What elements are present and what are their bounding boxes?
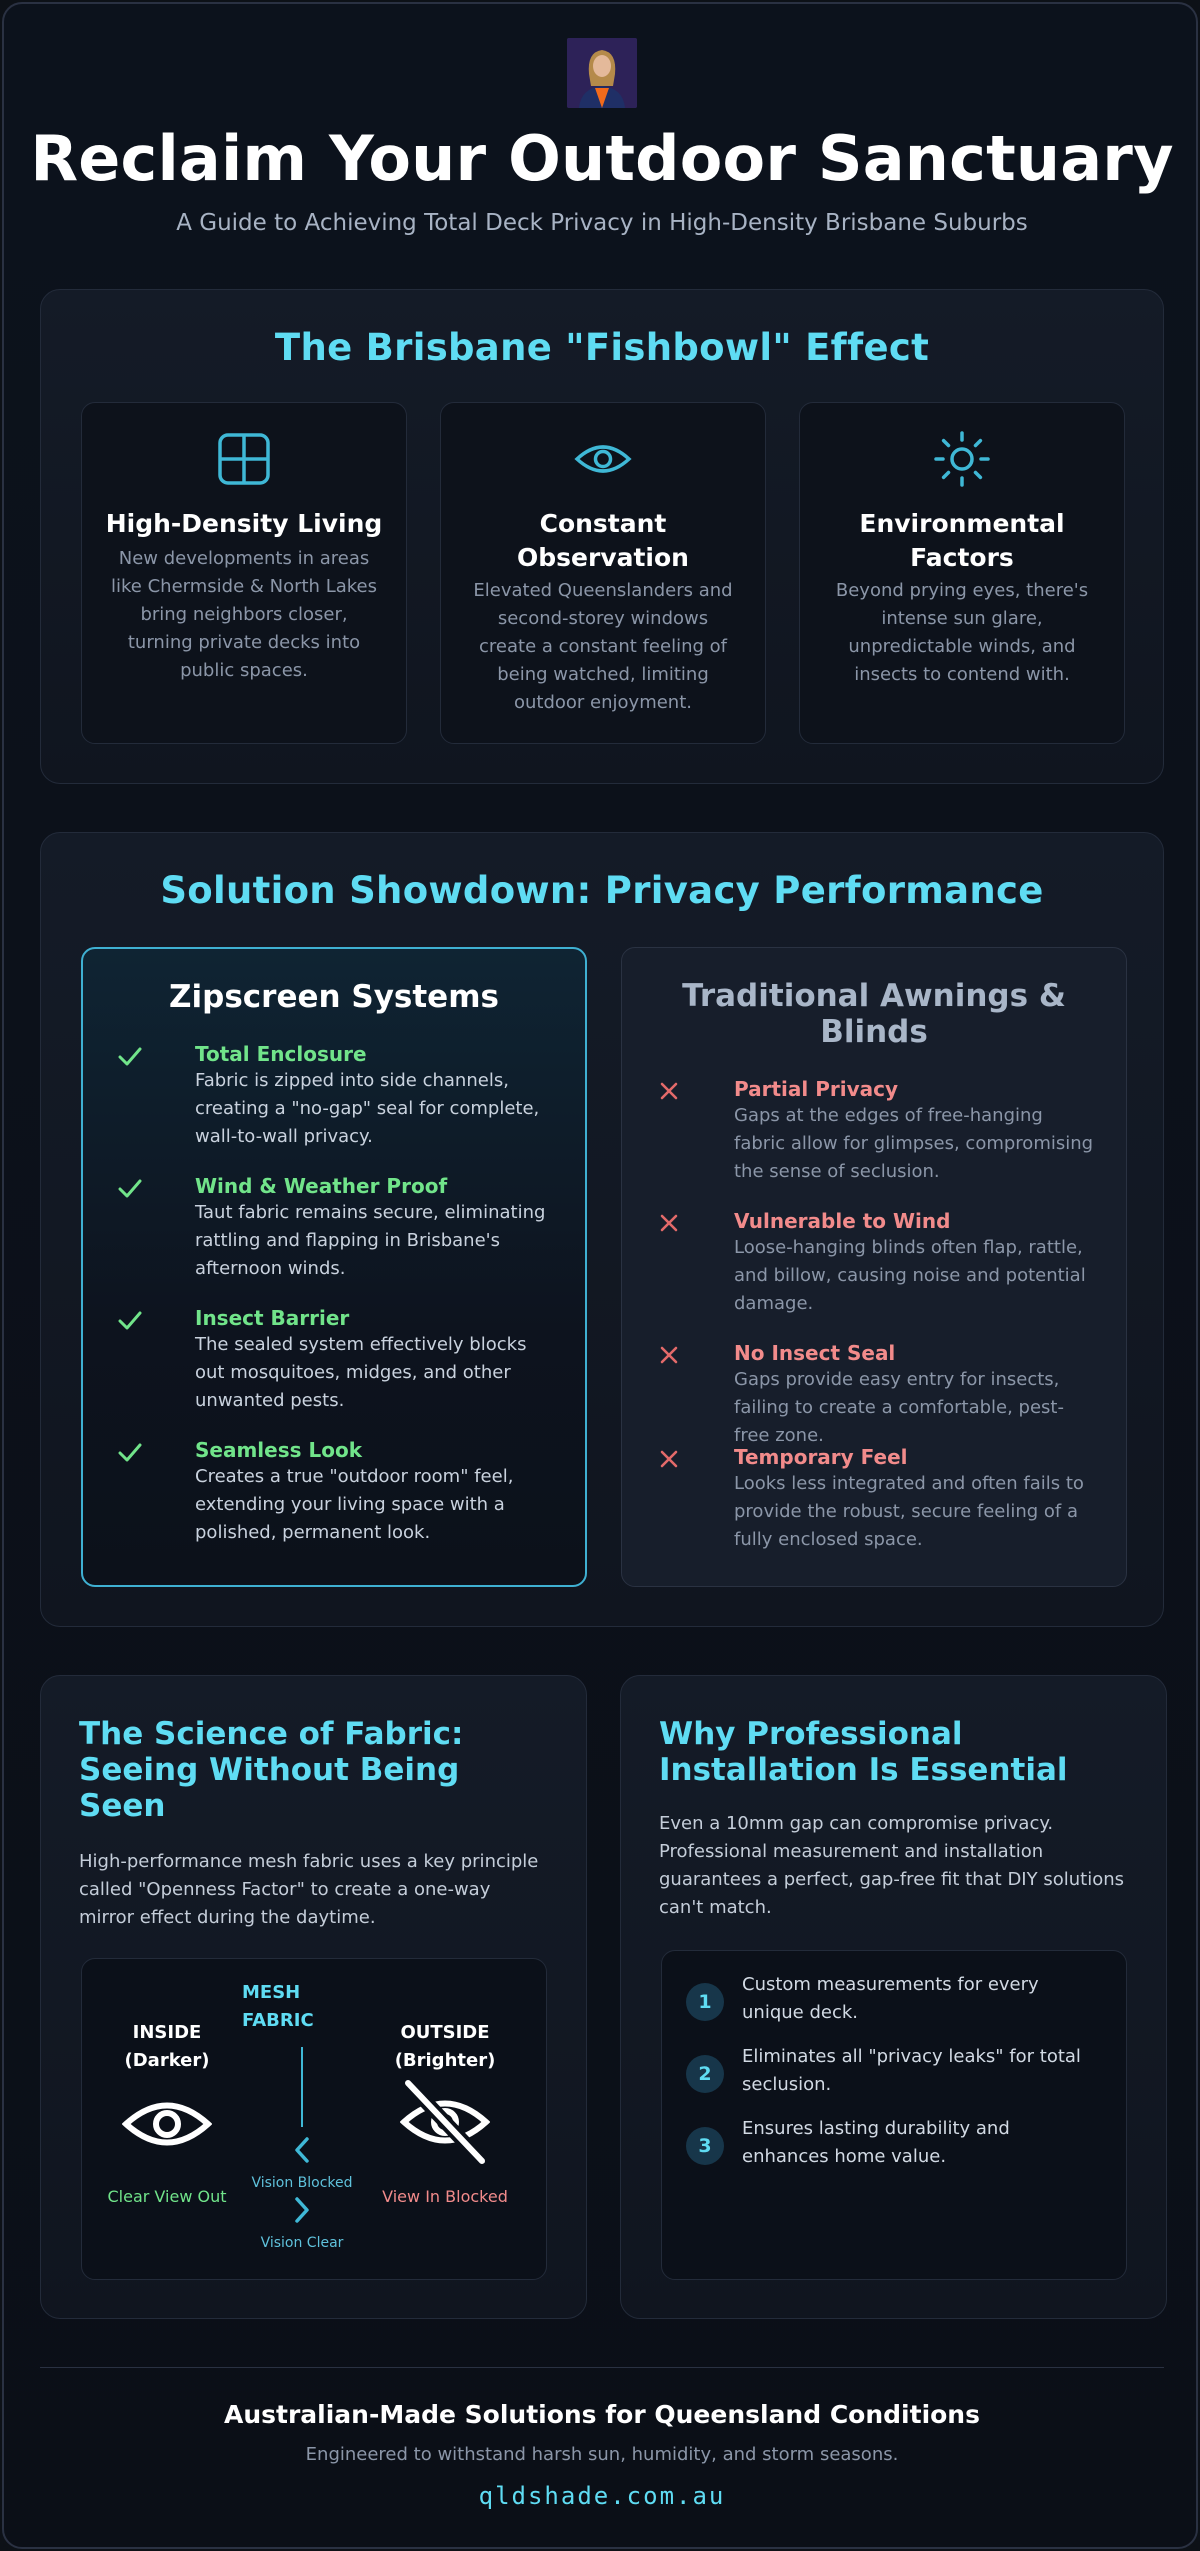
feature-title: Vulnerable to Wind (734, 1209, 951, 1233)
traditional-feature: Partial Privacy Gaps at the edges of fre… (656, 1076, 1096, 1186)
vision-blocked-label: Vision Blocked (251, 2175, 353, 2191)
fishbowl-title: The Brisbane "Fishbowl" Effect (274, 326, 930, 369)
feature-text: Gaps at the edges of free-hanging fabric… (734, 1105, 1094, 1182)
outside-label: OUTSIDE (Brighter) (394, 2022, 496, 2071)
footer-title: Australian-Made Solutions for Queensland… (223, 2400, 980, 2429)
feature-title: Temporary Feel (734, 1445, 908, 1469)
mesh-line (301, 2047, 303, 2127)
footer-divider (40, 2367, 1164, 2368)
cross-icon (660, 1450, 678, 1468)
page-title: Reclaim Your Outdoor Sanctuary (30, 122, 1174, 195)
vision-clear-label: Vision Clear (260, 2235, 344, 2251)
grid-layout-icon (218, 433, 270, 485)
check-icon (118, 1047, 142, 1066)
eye-icon (122, 2102, 212, 2146)
inside-caption: Clear View Out (107, 2187, 227, 2206)
traditional-feature: Temporary Feel Looks less integrated and… (656, 1444, 1096, 1554)
traditional-feature: Vulnerable to Wind Loose-hanging blinds … (656, 1208, 1096, 1318)
feature-text: Looks less integrated and often fails to… (734, 1473, 1084, 1550)
science-title: The Science of Fabric: Seeing Without Be… (79, 1716, 464, 1824)
fishbowl-card-density: High-Density Living New developments in … (81, 402, 407, 744)
feature-text: Fabric is zipped into side channels, cre… (195, 1070, 540, 1147)
author-avatar (567, 38, 637, 108)
feature-text: The sealed system effectively blocks out… (195, 1334, 527, 1411)
zipscreen-feature: Insect Barrier The sealed system effecti… (117, 1305, 555, 1415)
mesh-diagram: INSIDE (Darker) MESH FABRIC OUTSIDE (Bri… (81, 1958, 547, 2280)
install-section: Why Professional Installation Is Essenti… (620, 1675, 1167, 2319)
step-text: Custom measurements for every unique dec… (742, 1974, 1039, 2023)
feature-text: Loose-hanging blinds often flap, rattle,… (734, 1237, 1086, 1314)
cross-icon (660, 1214, 678, 1232)
chevron-left-icon (295, 2137, 309, 2163)
outside-caption: View In Blocked (382, 2187, 508, 2206)
traditional-feature: No Insect Seal Gaps provide easy entry f… (656, 1340, 1096, 1450)
footer-subtitle: Engineered to withstand harsh sun, humid… (305, 2444, 899, 2465)
fishbowl-section: The Brisbane "Fishbowl" Effect High-Dens… (40, 289, 1164, 784)
step-number: 1 (686, 1983, 724, 2021)
showdown-section: Solution Showdown: Privacy Performance Z… (40, 832, 1164, 1627)
card-title: High-Density Living (105, 509, 383, 538)
science-section: The Science of Fabric: Seeing Without Be… (40, 1675, 587, 2319)
feature-text: Creates a true "outdoor room" feel, exte… (195, 1466, 514, 1543)
feature-title: Wind & Weather Proof (195, 1174, 448, 1198)
step-text: Ensures lasting durability and enhances … (742, 2118, 1010, 2167)
card-text: New developments in areas like Chermside… (111, 548, 377, 681)
step-text: Eliminates all "privacy leaks" for total… (742, 2046, 1081, 2095)
card-title: Constant Observation (517, 509, 689, 572)
traditional-title: Traditional Awnings & Blinds (682, 978, 1066, 1050)
science-text: High-performance mesh fabric uses a key … (79, 1851, 539, 1928)
feature-title: Seamless Look (195, 1438, 363, 1462)
card-text: Beyond prying eyes, there's intense sun … (835, 580, 1089, 685)
fishbowl-card-observation: Constant Observation Elevated Queensland… (440, 402, 766, 744)
zipscreen-feature: Total Enclosure Fabric is zipped into si… (117, 1041, 555, 1151)
zipscreen-column: Zipscreen Systems Total Enclosure Fabric… (81, 947, 587, 1587)
card-text: Elevated Queenslanders and second-storey… (473, 580, 733, 713)
step-number: 2 (686, 2055, 724, 2093)
showdown-title: Solution Showdown: Privacy Performance (160, 869, 1044, 912)
feature-title: No Insect Seal (734, 1341, 896, 1365)
feature-text: Gaps provide easy entry for insects, fai… (734, 1369, 1064, 1446)
cross-icon (660, 1082, 678, 1100)
inside-label: INSIDE (Darker) (124, 2022, 210, 2071)
chevron-right-icon (295, 2197, 309, 2223)
zipscreen-feature: Wind & Weather Proof Taut fabric remains… (117, 1173, 555, 1283)
check-icon (118, 1443, 142, 1462)
footer-url-link[interactable]: qldshade.com.au (478, 2482, 726, 2510)
feature-text: Taut fabric remains secure, eliminating … (195, 1202, 546, 1279)
mesh-label: MESH FABRIC (242, 1982, 314, 2031)
cross-icon (660, 1346, 678, 1364)
install-steps-box: 1 Custom measurements for every unique d… (661, 1950, 1127, 2280)
page-subtitle: A Guide to Achieving Total Deck Privacy … (176, 210, 1028, 236)
install-text: Even a 10mm gap can compromise privacy. … (659, 1813, 1124, 1918)
sun-icon (934, 431, 990, 487)
feature-title: Total Enclosure (195, 1042, 367, 1066)
check-icon (118, 1311, 142, 1330)
fishbowl-card-environment: Environmental Factors Beyond prying eyes… (799, 402, 1125, 744)
avatar-portrait (567, 38, 637, 108)
zipscreen-feature: Seamless Look Creates a true "outdoor ro… (117, 1437, 555, 1547)
check-icon (118, 1179, 142, 1198)
feature-title: Partial Privacy (734, 1077, 899, 1101)
install-title: Why Professional Installation Is Essenti… (659, 1716, 1068, 1788)
eye-off-icon (400, 2078, 490, 2166)
eye-icon (574, 445, 632, 473)
card-title: Environmental Factors (859, 509, 1065, 572)
step-number: 3 (686, 2127, 724, 2165)
traditional-column: Traditional Awnings & Blinds Partial Pri… (621, 947, 1127, 1587)
zipscreen-title: Zipscreen Systems (169, 979, 499, 1015)
feature-title: Insect Barrier (195, 1306, 350, 1330)
